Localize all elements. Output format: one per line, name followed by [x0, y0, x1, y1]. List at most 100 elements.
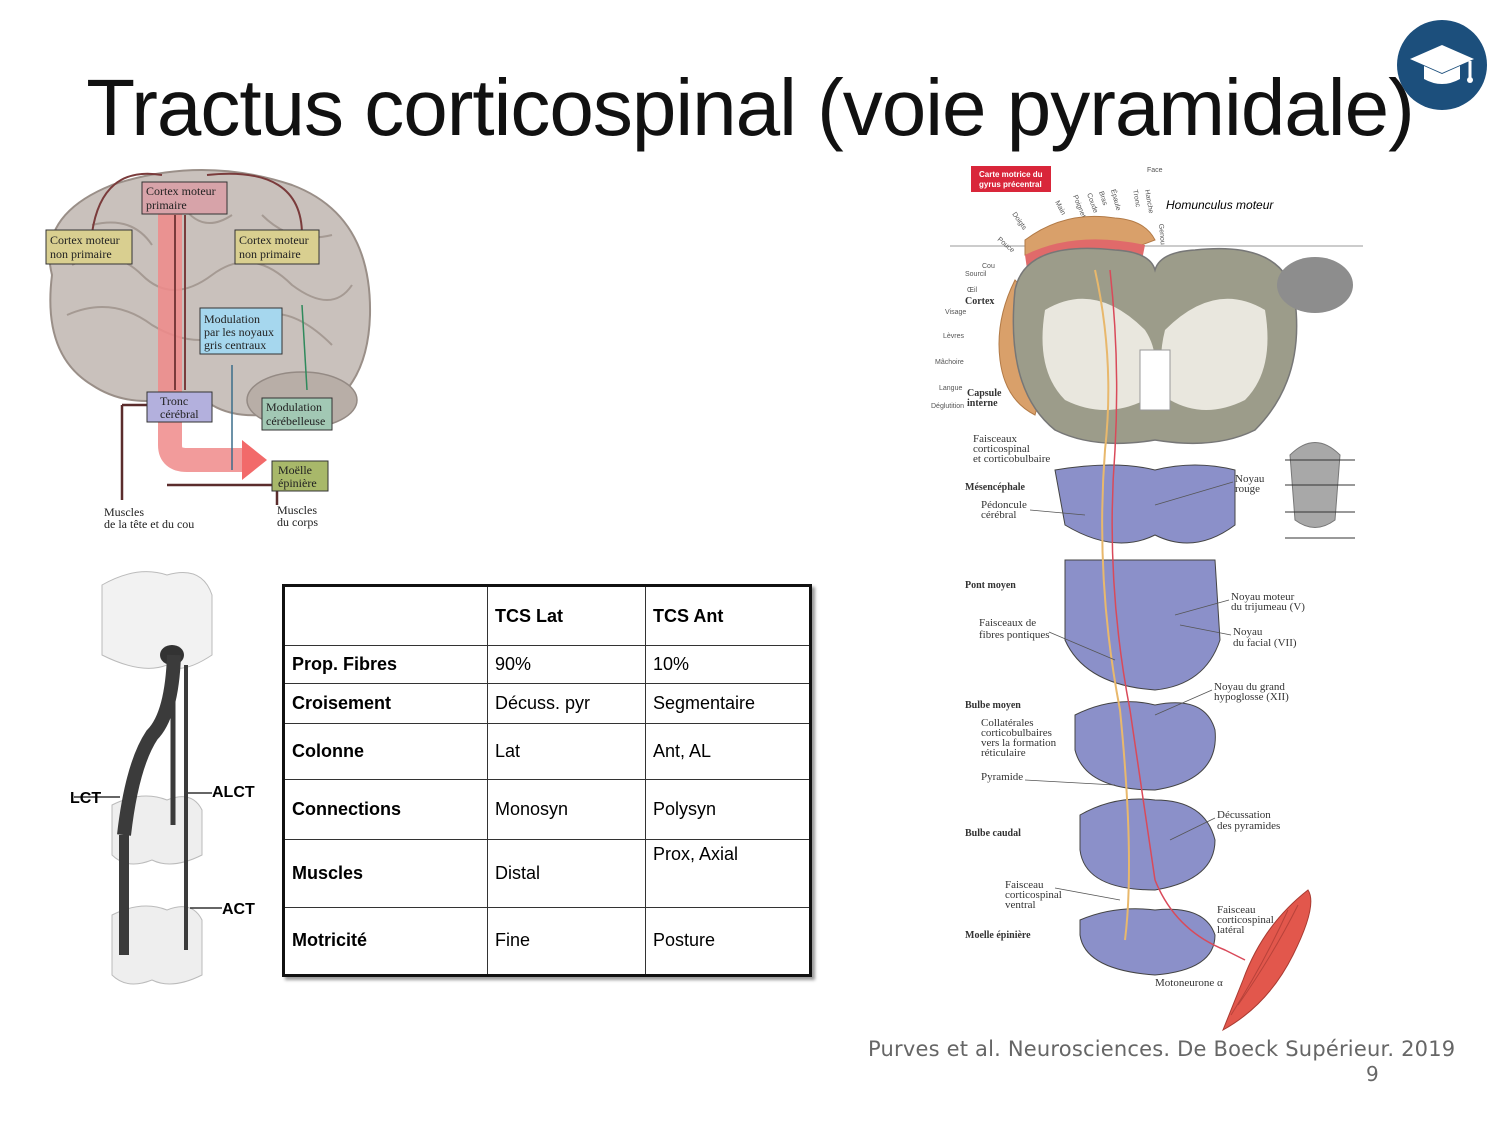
pedoncule-label-1: Pédoncule — [981, 499, 1027, 511]
noyau-facial-label-1: Noyau — [1233, 626, 1263, 638]
pyramide-label: Pyramide — [981, 771, 1023, 783]
moelle-label: Moelle épinière — [965, 930, 1031, 941]
muscles-body-label-2: du corps — [277, 515, 318, 529]
table-cell: Polysyn — [645, 779, 811, 840]
bodypart-label: Tronc — [1131, 189, 1141, 208]
bodypart-label: Poignet — [1071, 194, 1086, 219]
noyau-facial-label-2: du facial (VII) — [1233, 637, 1297, 649]
cerebellum-label-1: Modulation — [266, 400, 322, 414]
graduation-cap-icon — [1397, 20, 1487, 110]
table-cell: Muscles — [283, 838, 488, 908]
faisceau-ventral-label-3: ventral — [1005, 899, 1036, 911]
faisceaux-label-2: corticospinal — [973, 443, 1030, 455]
bodypart-label: Sourcil — [965, 271, 987, 278]
table-row: Colonne Lat Ant, AL — [283, 723, 811, 781]
brainstem-label-1: Tronc — [160, 394, 188, 408]
muscle-illustration — [1222, 889, 1312, 1032]
table-cell: Fine — [487, 906, 646, 977]
table-cell: Lat — [487, 723, 646, 781]
bodypart-label: Épaule — [1109, 188, 1123, 211]
table-cell: 90% — [487, 645, 646, 685]
table-cell: Prox, Axial — [645, 838, 811, 908]
table-row: Muscles Distal Prox, Axial — [283, 838, 811, 908]
alct-label: ALCT — [212, 784, 255, 801]
faisceaux-pontiques-label-1: Faisceaux de — [979, 617, 1036, 629]
table-row: Croisement Décuss. pyr Segmentaire — [283, 683, 811, 725]
brain-motor-pathway-diagram: Cortex moteur primaire Cortex moteur non… — [45, 169, 372, 531]
table-header-empty — [283, 584, 488, 647]
noyau-trijumeau-label-2: du trijumeau (V) — [1231, 601, 1305, 613]
noyau-rouge-label-1: Noyau — [1235, 473, 1265, 485]
bodypart-label: Main — [1053, 200, 1066, 217]
source-citation: Purves et al. Neurosciences. De Boeck Su… — [868, 1037, 1456, 1061]
collaterales-label-3: vers la formation — [981, 737, 1057, 749]
motoneurone-label: Motoneurone α — [1155, 977, 1223, 989]
collaterales-label-2: corticobulbaires — [981, 727, 1052, 739]
bodypart-label: Cou — [982, 263, 995, 270]
noyau-hypoglosse-label-1: Noyau du grand — [1214, 681, 1285, 693]
badge-line-2: gyrus précentral — [979, 180, 1042, 189]
bodypart-label: Langue — [939, 385, 962, 392]
faisceau-ventral-label-1: Faisceau — [1005, 879, 1044, 891]
cortex-label: Cortex — [965, 296, 994, 307]
table-cell: Posture — [645, 906, 811, 977]
homunculus-label: Homunculus moteur — [1166, 198, 1274, 212]
table-cell: Ant, AL — [645, 723, 811, 781]
noyau-rouge-label-2: rouge — [1235, 483, 1260, 495]
table-cell: Décuss. pyr — [487, 683, 646, 725]
table-header-tcs-lat: TCS Lat — [487, 584, 646, 647]
bulbe-moyen-label: Bulbe moyen — [965, 700, 1021, 711]
bodypart-label: Visage — [945, 309, 966, 316]
spinal-cord-label-1: Moëlle — [278, 463, 312, 477]
bodypart-label: Pouce — [996, 236, 1016, 254]
table-cell: Connections — [283, 779, 488, 840]
badge-line-1: Carte motrice du — [979, 170, 1043, 179]
table-cell: Motricité — [283, 906, 488, 977]
lct-label: LCT — [70, 790, 101, 807]
collaterales-label-1: Collatérales — [981, 717, 1034, 729]
pedoncule-label-2: cérébral — [981, 509, 1016, 521]
mesencephale-label: Mésencéphale — [965, 482, 1026, 493]
bulbe-caudal-label: Bulbe caudal — [965, 828, 1021, 839]
bodypart-label: Genou — [1157, 224, 1166, 246]
pont-moyen-label: Pont moyen — [965, 580, 1016, 591]
nonprimary-right-label-2: non primaire — [239, 247, 301, 261]
table-cell: Croisement — [283, 683, 488, 725]
bodypart-label: Déglutition — [931, 403, 964, 410]
muscles-head-label-1: Muscles — [104, 505, 144, 519]
primary-cortex-label-1: Cortex moteur — [146, 184, 216, 198]
basal-ganglia-label-1: Modulation — [204, 312, 260, 326]
decussation-label-2: des pyramides — [1217, 820, 1280, 832]
bodypart-label: Hanche — [1143, 189, 1154, 214]
basal-ganglia-label-2: par les noyaux — [204, 325, 274, 339]
table-cell: Colonne — [283, 723, 488, 781]
decussation-label-1: Décussation — [1217, 809, 1271, 821]
bodypart-label: Mâchoire — [935, 359, 964, 366]
nonprimary-left-label-1: Cortex moteur — [50, 233, 120, 247]
faisceau-lateral-label-1: Faisceau — [1217, 904, 1256, 916]
bodypart-label: Lèvres — [943, 333, 965, 340]
basal-ganglia-label-3: gris centraux — [204, 338, 266, 352]
table-cell: 10% — [645, 645, 811, 685]
bodypart-label: Coude — [1085, 192, 1099, 214]
bodypart-label: Bras — [1097, 190, 1108, 206]
nonprimary-left-label-2: non primaire — [50, 247, 112, 261]
page-number: 9 — [1366, 1062, 1379, 1086]
faisceaux-pontiques-label-2: fibres pontiques — [979, 629, 1050, 641]
noyau-hypoglosse-label-2: hypoglosse (XII) — [1214, 691, 1289, 703]
capsule-label-2: interne — [967, 398, 998, 409]
table-cell: Segmentaire — [645, 683, 811, 725]
faisceaux-label-1: Faisceaux — [973, 433, 1017, 445]
table-header-row: TCS Lat TCS Ant — [283, 584, 811, 647]
cerebellum-label-2: cérébelleuse — [266, 414, 325, 428]
primary-cortex-label-2: primaire — [146, 198, 187, 212]
bodypart-label: Œil — [967, 287, 978, 294]
faisceau-lateral-label-3: latéral — [1217, 924, 1244, 936]
act-label: ACT — [222, 901, 255, 918]
table-cell: Prop. Fibres — [283, 645, 488, 685]
page-title: Tractus corticospinal (voie pyramidale) — [86, 63, 1414, 152]
noyau-trijumeau-label-1: Noyau moteur — [1231, 591, 1295, 603]
spinal-cord-label-2: épinière — [278, 476, 317, 490]
muscles-body-label-1: Muscles — [277, 503, 317, 517]
faisceaux-label-3: et corticobulbaire — [973, 453, 1050, 465]
